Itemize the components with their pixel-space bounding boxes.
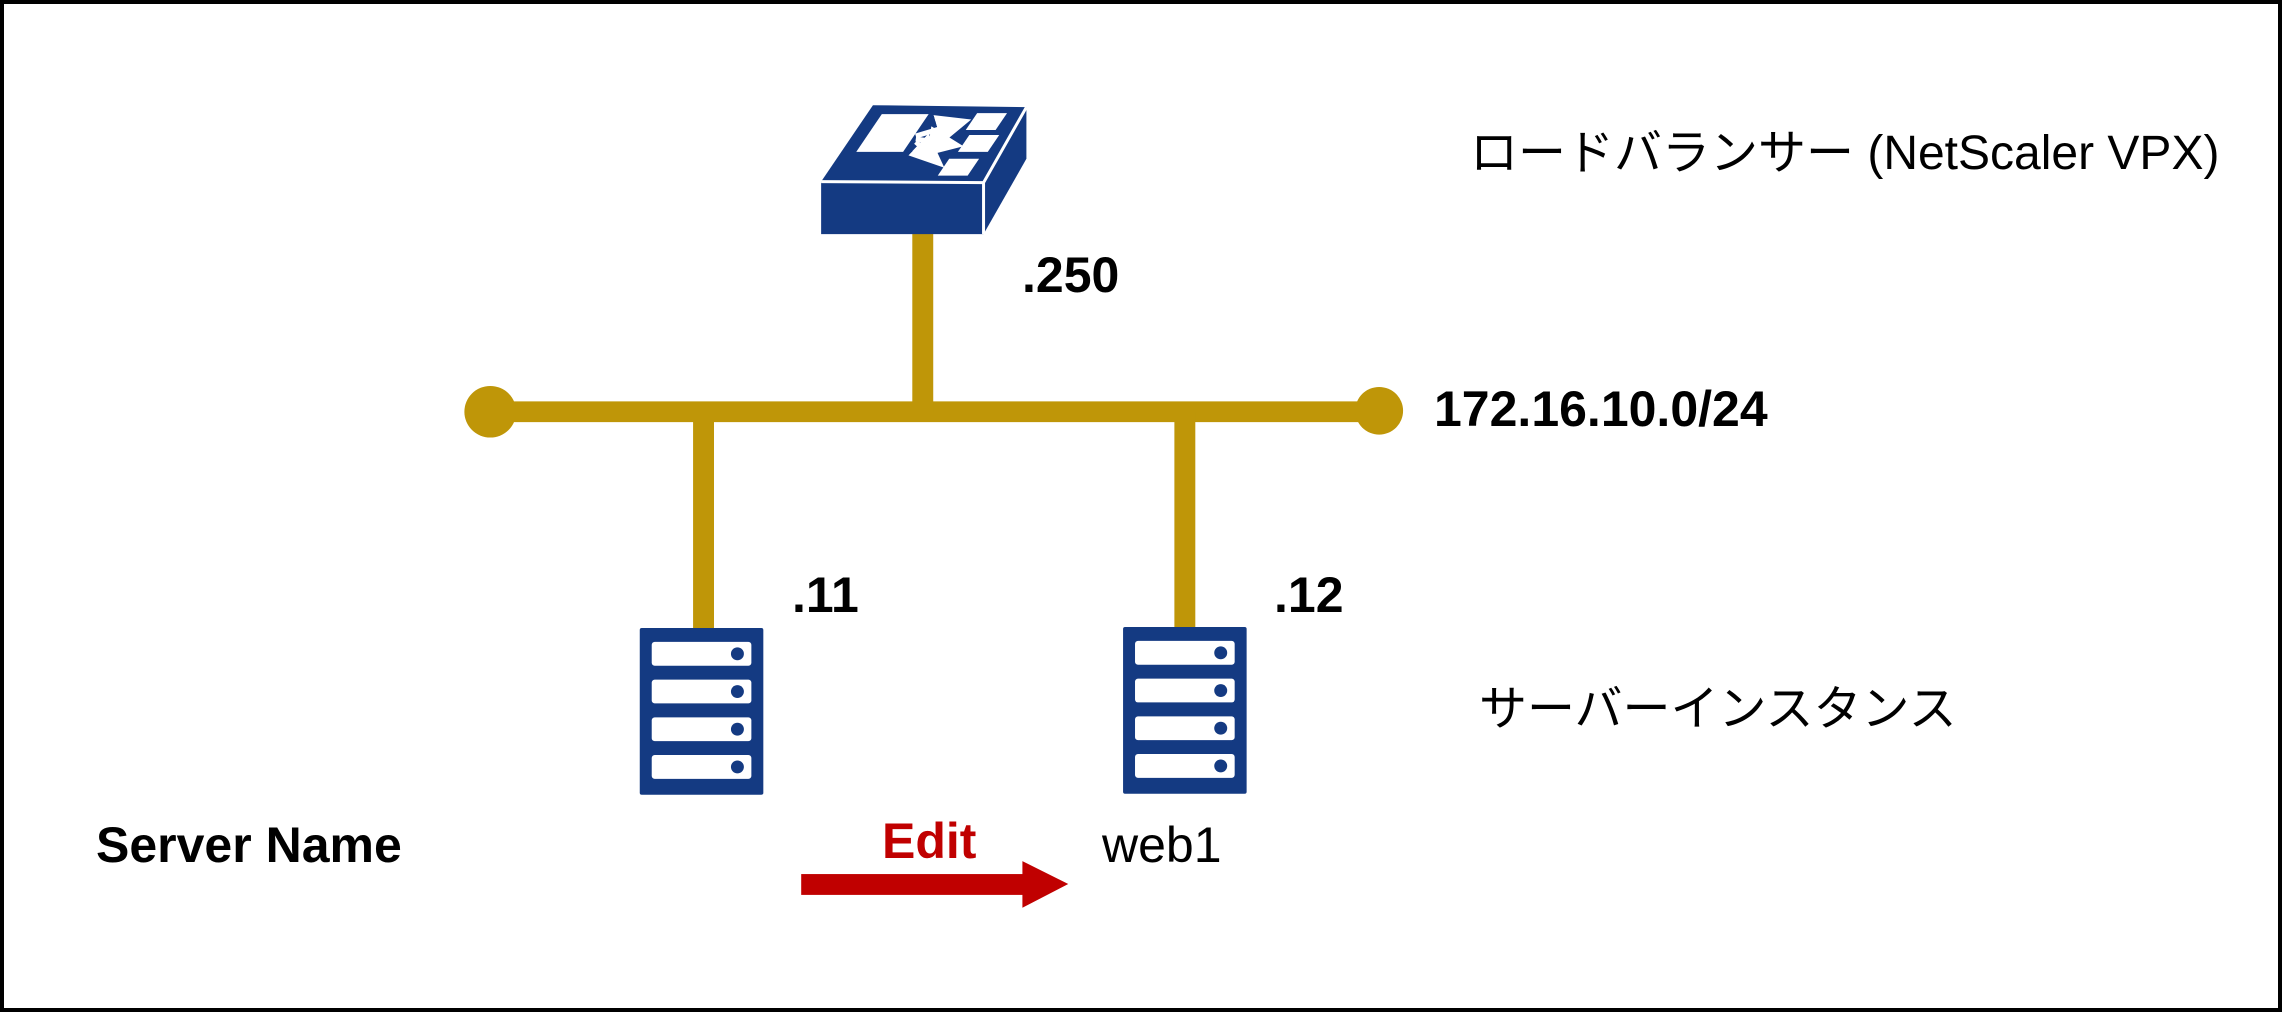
diagram-shapes	[464, 105, 1404, 908]
right-arrow-icon	[801, 861, 1069, 908]
server-name-value: web1	[1102, 817, 1222, 873]
network-links	[490, 230, 1380, 632]
network-cidr-label: 172.16.10.0/24	[1434, 381, 1768, 437]
server2-ip-label: .12	[1274, 567, 1344, 623]
servers-title: サーバーインスタンス	[1479, 683, 1957, 736]
load-balancer-icon	[821, 105, 1028, 235]
server1-ip-label: .11	[792, 567, 859, 623]
edit-action-label: Edit	[882, 813, 977, 869]
distribution-arrows-icon	[908, 115, 972, 168]
load-balancer-title: ロードバランサー (NetScaler VPX)	[1470, 127, 2220, 180]
bus-right-endpoint-dot	[1355, 386, 1404, 435]
lb-ip-label: .250	[1022, 247, 1120, 303]
server-name-field-label: Server Name	[96, 817, 402, 873]
server2-icon	[1123, 627, 1247, 794]
server1-icon	[639, 628, 764, 795]
bus-left-endpoint-dot	[464, 385, 517, 438]
